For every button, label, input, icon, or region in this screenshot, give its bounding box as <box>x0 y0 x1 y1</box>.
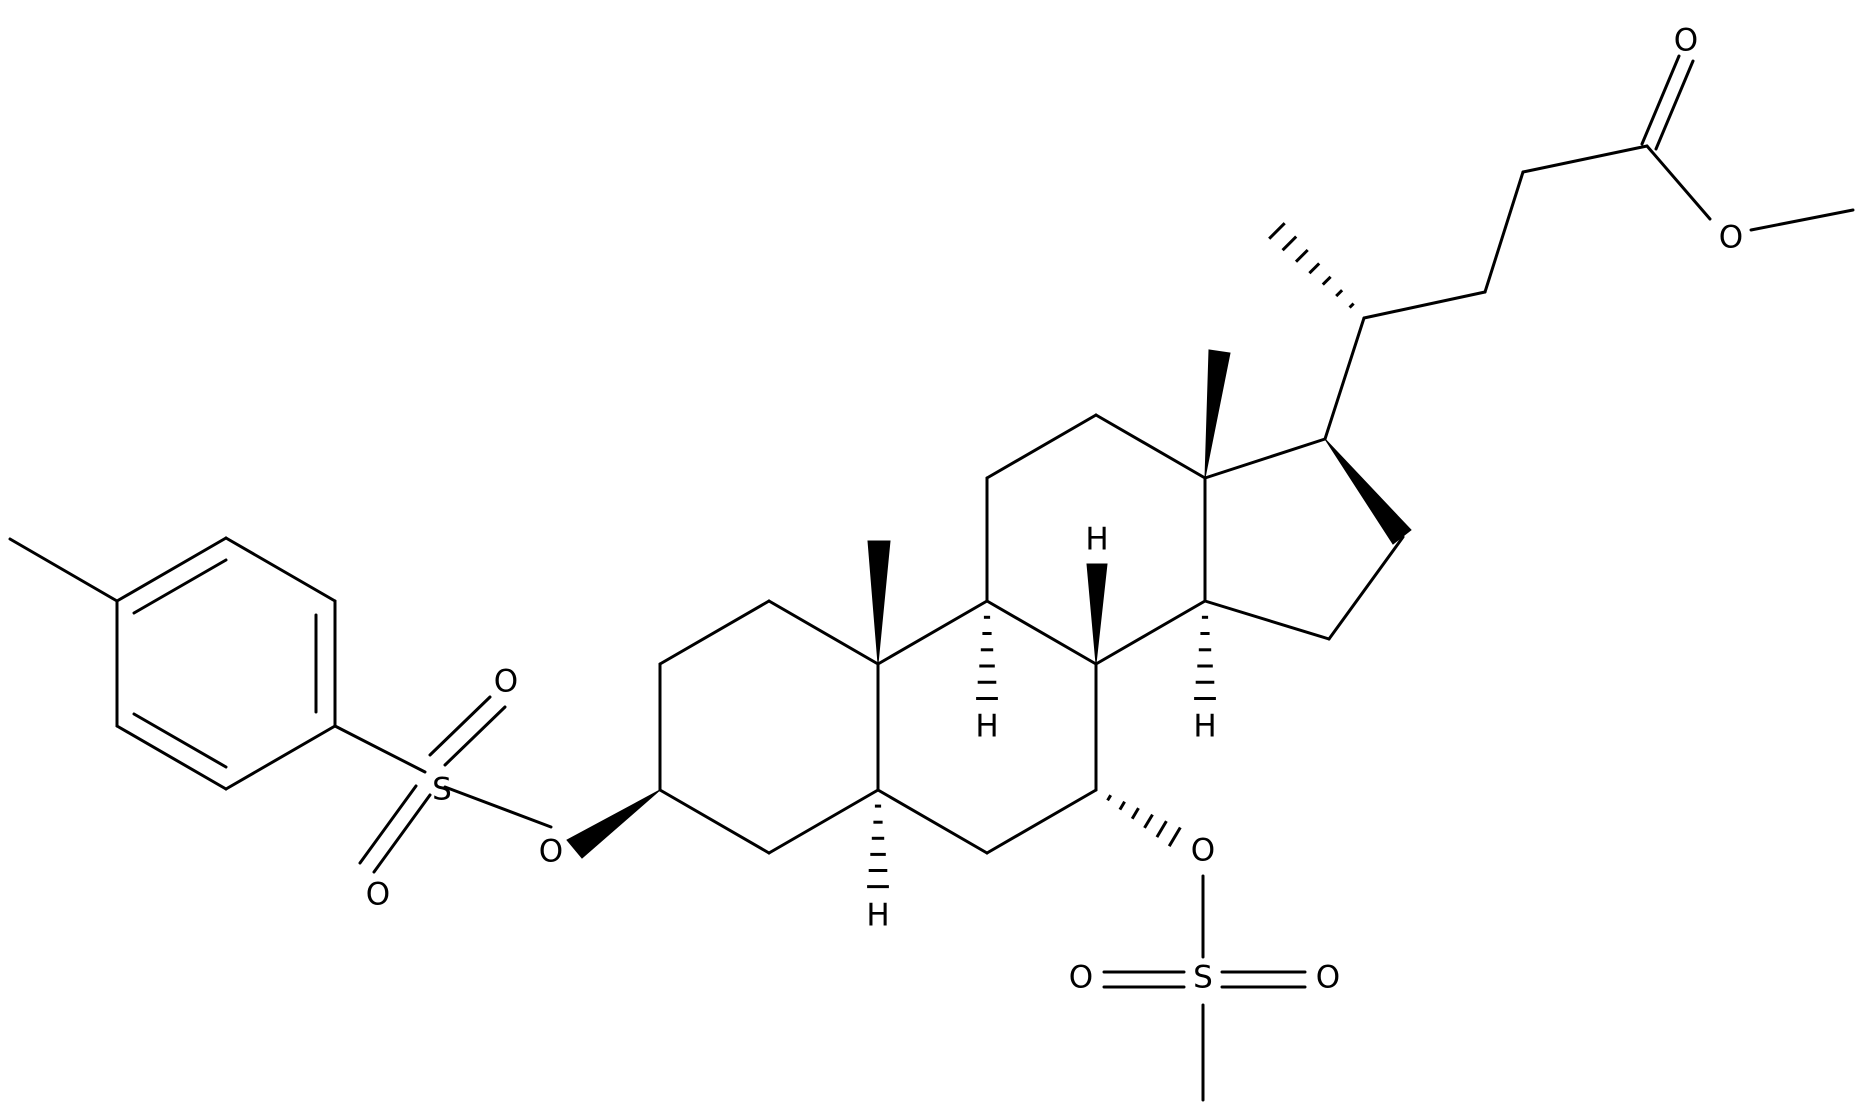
bond <box>132 712 228 769</box>
bond-layer <box>8 54 1855 1102</box>
bond <box>1203 437 1327 480</box>
wedge-bond <box>1204 349 1231 479</box>
bond <box>1654 59 1695 151</box>
hash-stroke <box>1268 222 1286 240</box>
bond <box>767 788 880 855</box>
hash-bonds <box>867 222 1355 889</box>
bond <box>1640 54 1681 146</box>
bond <box>1094 413 1207 480</box>
hash-stroke <box>1167 826 1182 847</box>
hash-stroke <box>1294 248 1309 263</box>
bond <box>8 537 119 603</box>
bond <box>443 785 553 829</box>
hash-stroke <box>1118 800 1126 811</box>
bond <box>115 724 228 791</box>
bond <box>1749 208 1855 232</box>
bond <box>1483 170 1525 294</box>
oxygen-atom-label: O <box>1316 960 1340 996</box>
hash-stroke <box>1348 302 1355 309</box>
bond <box>1362 290 1487 320</box>
bond <box>985 413 1098 480</box>
wedge-bond <box>566 789 661 859</box>
oxygen-atom-label: O <box>494 664 518 700</box>
bond <box>443 705 507 767</box>
hash-stroke <box>1281 235 1298 252</box>
oxygen-atom-label: O <box>1719 220 1743 256</box>
bond <box>1203 599 1331 641</box>
bond <box>985 599 1098 666</box>
sulfur-atom-label: S <box>1193 960 1213 996</box>
hash-stroke <box>1308 262 1321 275</box>
oxygen-atom-label: O <box>1191 833 1215 869</box>
bond <box>876 788 989 855</box>
bond <box>658 599 771 666</box>
wedge-bond <box>1086 563 1108 665</box>
hash-stroke <box>1321 275 1332 286</box>
hydrogen-atom-label: H <box>1193 709 1216 745</box>
bond <box>372 793 432 874</box>
bond <box>1323 316 1366 441</box>
hash-stroke <box>1143 813 1154 829</box>
hash-stroke <box>1130 807 1140 820</box>
sulfur-atom-label: S <box>432 772 452 808</box>
bond <box>658 788 771 855</box>
hydrogen-atom-label: H <box>1085 522 1108 558</box>
hash-stroke <box>1335 289 1344 298</box>
hydrogen-atom-label: H <box>975 709 998 745</box>
hash-stroke <box>1155 820 1168 838</box>
bond <box>1645 144 1712 221</box>
oxygen-atom-label: O <box>539 834 563 870</box>
bond <box>1521 144 1649 174</box>
stereo-layer <box>566 222 1412 889</box>
bond <box>115 536 228 603</box>
bond <box>767 599 880 666</box>
bond <box>1327 535 1405 641</box>
oxygen-atom-label: O <box>1674 23 1698 59</box>
bond <box>224 724 337 791</box>
hydrogen-atom-label: H <box>866 898 889 934</box>
oxygen-atom-label: O <box>366 877 390 913</box>
wedge-bond <box>867 540 891 665</box>
bond <box>333 724 427 774</box>
atom-label-layer: O O H H H H S O O O O S O O <box>366 23 1743 996</box>
bond <box>428 695 492 757</box>
bond <box>132 558 228 615</box>
bond <box>876 599 989 666</box>
hash-stroke <box>1106 794 1112 802</box>
wedge-bond <box>1324 438 1412 545</box>
bond <box>224 536 337 603</box>
oxygen-atom-label: O <box>1069 960 1093 996</box>
bond <box>985 788 1098 855</box>
bond <box>1094 599 1207 666</box>
bond <box>358 784 418 865</box>
